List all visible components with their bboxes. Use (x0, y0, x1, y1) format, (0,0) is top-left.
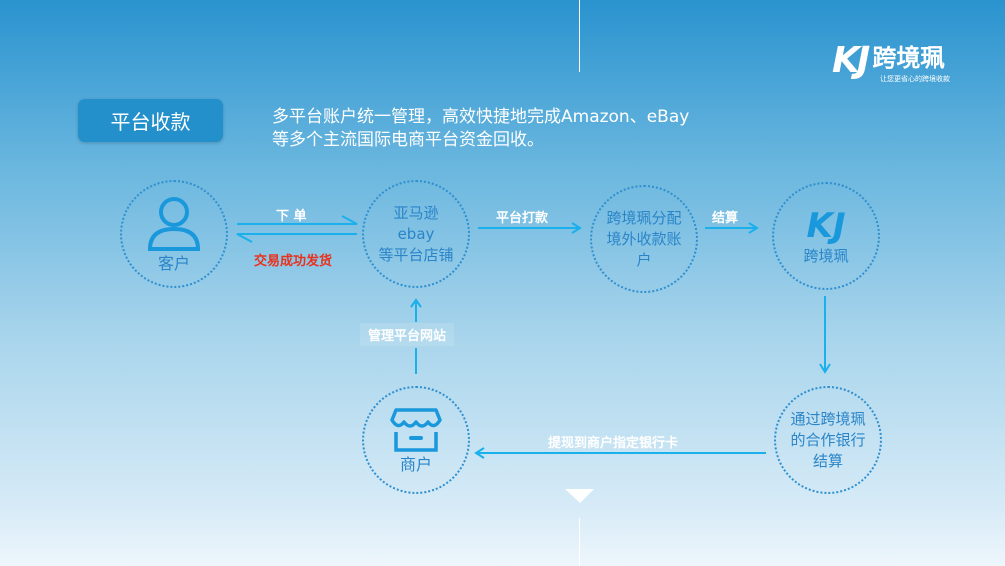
description: 多平台账户统一管理，高效快捷地完成Amazon、eBay等多个主流国际电商平台资… (272, 107, 690, 150)
node-distribute: 跨境珮分配境外收款账户 (590, 185, 698, 293)
node-merchant: 商户 (362, 386, 470, 494)
edge-ship-label: 交易成功发货 (254, 254, 333, 269)
edge-withdraw-label: 提现到商户指定银行卡 (548, 436, 679, 451)
divider-bottom (579, 518, 580, 566)
ship-arrow (236, 233, 357, 243)
user-icon (147, 196, 201, 251)
down-triangle-icon (565, 489, 594, 503)
logo: KJ 跨境珮 让您更省心的跨境收款 (832, 40, 950, 83)
node-kj: KJ 跨境珮 (772, 182, 880, 290)
divider-top (579, 0, 580, 72)
manage-arrow (410, 298, 422, 374)
logo-slogan: 让您更省心的跨境收款 (880, 75, 950, 83)
logo-mark: KJ (832, 40, 870, 81)
order-arrow (237, 215, 358, 225)
kj-logo-icon: KJ (806, 205, 846, 246)
settle-arrow (705, 222, 759, 234)
down-arrow (819, 296, 831, 374)
withdraw-arrow (474, 447, 766, 459)
edge-manage-label: 管理平台网站 (360, 323, 455, 346)
payout-arrow (478, 222, 582, 234)
section-title-button[interactable]: 平台收款 (78, 99, 223, 142)
edge-settle-label: 结算 (712, 211, 739, 226)
logo-name: 跨境珮 (872, 44, 945, 72)
node-bank: 通过跨境珮的合作银行结算 (774, 386, 882, 494)
store-icon (390, 407, 442, 452)
edge-order-label: 下 单 (276, 209, 307, 224)
node-customer: 客户 (120, 180, 228, 288)
edge-payout-label: 平台打款 (496, 211, 549, 226)
